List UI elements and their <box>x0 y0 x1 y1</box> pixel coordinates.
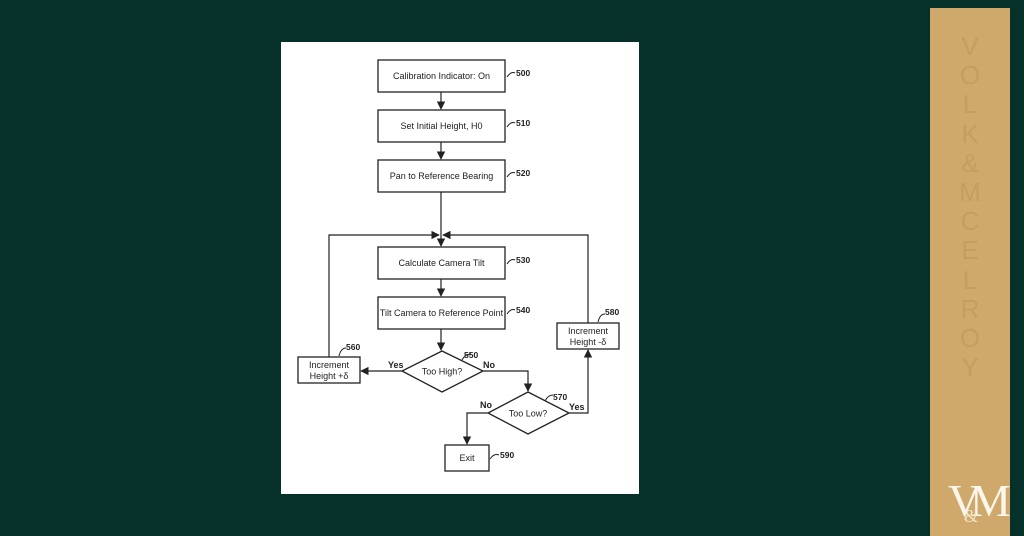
node-540-label: Tilt Camera to Reference Point <box>380 308 504 318</box>
logo-ampersand: & <box>964 506 979 526</box>
ref-550: 550 <box>464 350 478 360</box>
brand-letter: V <box>961 31 979 61</box>
edge-550-570 <box>483 370 533 392</box>
ref-570: 570 <box>553 392 567 402</box>
edge-label-yes-570: Yes <box>569 402 585 412</box>
ref-530: 530 <box>516 255 530 265</box>
brand-letter: R <box>960 293 980 324</box>
edge-570-580 <box>569 349 593 414</box>
brand-letter: M <box>959 177 981 208</box>
node-570: Too Low? 570 Yes No <box>480 391 585 435</box>
logo-letter-m: M <box>970 475 1011 526</box>
brand-letter: O <box>959 60 981 91</box>
node-580-label-line2: Height -δ <box>570 337 607 347</box>
brand-letter: E <box>961 235 979 266</box>
node-530: Calculate Camera Tilt 530 <box>377 246 530 280</box>
ref-500: 500 <box>516 68 530 78</box>
node-560: Increment Height +δ 560 <box>297 342 361 384</box>
node-500-label: Calibration Indicator: On <box>393 71 490 81</box>
node-510-label: Set Initial Height, H0 <box>400 121 482 131</box>
brand-wordmark-vertical: V O L K & M C E L R O Y <box>930 31 1010 383</box>
ref-560: 560 <box>346 342 360 352</box>
ref-590: 590 <box>500 450 514 460</box>
edge-label-yes-550: Yes <box>388 360 404 370</box>
ref-580: 580 <box>605 307 619 317</box>
edge-580-loop <box>442 230 589 323</box>
brand-letter: & <box>961 147 979 178</box>
vm-logo: V M & <box>948 478 1012 532</box>
node-550-label: Too High? <box>422 367 463 377</box>
node-580: Increment Height -δ 580 <box>556 307 620 350</box>
edge-560-loop <box>328 230 440 357</box>
node-520: Pan to Reference Bearing 520 <box>377 159 530 193</box>
node-510: Set Initial Height, H0 510 <box>377 109 530 143</box>
ref-510: 510 <box>516 118 530 128</box>
edge-label-no-570: No <box>480 400 492 410</box>
brand-letter: C <box>960 206 980 237</box>
node-570-label: Too Low? <box>509 409 548 419</box>
node-550: Too High? 550 Yes No <box>388 350 495 393</box>
node-520-label: Pan to Reference Bearing <box>390 171 494 181</box>
brand-letter: O <box>959 323 981 354</box>
edges <box>328 92 593 445</box>
node-590-label: Exit <box>459 453 475 463</box>
node-540: Tilt Camera to Reference Point 540 <box>377 296 530 330</box>
brand-letter: Y <box>961 352 979 383</box>
edge-label-no-550: No <box>483 360 495 370</box>
logo-letter-v: V <box>948 475 982 526</box>
brand-letter: L <box>962 264 978 295</box>
ref-520: 520 <box>516 168 530 178</box>
brand-letter: K <box>961 118 979 149</box>
node-530-label: Calculate Camera Tilt <box>398 258 485 268</box>
node-560-label-line1: Increment <box>309 360 350 370</box>
node-560-label-line2: Height +δ <box>310 371 349 381</box>
edge-570-590 <box>462 412 488 445</box>
brand-panel: V O L K & M C E L R O Y V M & <box>930 8 1012 536</box>
brand-letter: L <box>962 89 978 120</box>
node-590: Exit 590 <box>444 444 514 472</box>
node-580-label-line1: Increment <box>568 326 609 336</box>
ref-540: 540 <box>516 305 530 315</box>
node-500: Calibration Indicator: On 500 <box>377 59 530 93</box>
